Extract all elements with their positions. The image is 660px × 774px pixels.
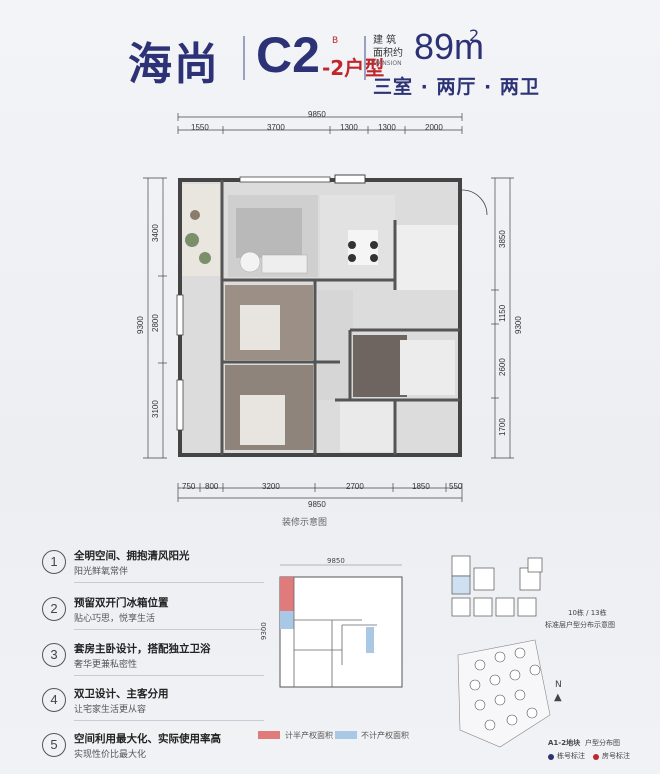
dim-bottom-5: 1850: [412, 482, 430, 491]
dim-bottom-4: 2700: [346, 482, 364, 491]
legend-swatch-none: [335, 731, 357, 739]
area-unit: 2: [469, 26, 480, 45]
dim-right-4: 1700: [498, 418, 507, 436]
feature-number: 5: [42, 733, 66, 757]
dim-left-3: 3100: [151, 400, 160, 418]
legend-no-area: 不计产权面积: [361, 731, 409, 740]
building-map-label: 10栋 / 13栋: [568, 609, 607, 617]
legend-room-label: 房号标注: [602, 752, 630, 760]
dim-left-total: 9300: [136, 316, 145, 334]
dim-left-1: 3400: [151, 224, 160, 242]
feature-number: 3: [42, 643, 66, 667]
building-map-sub: 标准层户型分布示意图: [545, 621, 615, 629]
feature-subtitle: 奢华更兼私密性: [74, 660, 138, 670]
feature-divider: [74, 720, 264, 721]
mini-plan-height: 9300: [260, 622, 268, 640]
feature-title: 空间利用最大化、实际使用率高: [74, 733, 221, 745]
area-divider: [364, 36, 366, 80]
site-sub: 户型分布图: [585, 739, 620, 747]
north-indicator: N: [555, 680, 562, 690]
dim-bottom-total: 9850: [308, 500, 326, 509]
room-layout: 三室 · 两厅 · 两卫: [373, 76, 540, 98]
dim-top-5: 2000: [425, 123, 443, 132]
feature-1: 1 全明空间、拥抱清风阳光 阳光鲜氧常伴: [42, 548, 264, 588]
area-key-plan: [279, 564, 403, 688]
feature-number: 1: [42, 550, 66, 574]
feature-title: 全明空间、拥抱清风阳光: [74, 550, 190, 562]
feature-3: 3 套房主卧设计，搭配独立卫浴 奢华更兼私密性: [42, 641, 264, 681]
feature-title: 双卫设计、主客分用: [74, 688, 169, 700]
plan-rooms: [176, 174, 488, 457]
feature-divider: [74, 629, 264, 630]
model-code: C2: [256, 27, 320, 83]
dim-right-3: 2600: [498, 358, 507, 376]
dim-right-1: 3850: [498, 230, 507, 248]
feature-4: 4 双卫设计、主客分用 让宅家生活更从容: [42, 686, 264, 726]
feature-number: 4: [42, 688, 66, 712]
dim-top-1: 1550: [191, 123, 209, 132]
legend-room-dot: [593, 754, 599, 760]
dim-top-total: 9850: [308, 110, 326, 119]
area-label-en: MANSION: [373, 60, 402, 67]
building-floor-map: [451, 555, 543, 617]
dim-top-4: 1300: [378, 123, 396, 132]
model-suffix: -2户型: [322, 56, 385, 80]
feature-subtitle: 让宅家生活更从容: [74, 705, 147, 715]
dim-right-total: 9300: [514, 316, 523, 334]
feature-divider: [74, 675, 264, 676]
legend-building-label: 栋号标注: [557, 752, 585, 760]
feature-divider: [74, 582, 264, 583]
project-name: 海尚: [128, 39, 220, 90]
dim-left-2: 2800: [151, 314, 160, 332]
model-tag: B: [332, 36, 339, 46]
site-map: [457, 639, 551, 748]
area-label: 建 筑 面积约: [373, 35, 403, 59]
floor-plan: [143, 113, 514, 502]
feature-subtitle: 贴心巧思，悦享生活: [74, 614, 156, 624]
feature-number: 2: [42, 597, 66, 621]
feature-title: 预留双开门冰箱位置: [74, 597, 169, 609]
dim-right-2: 1150: [498, 304, 507, 322]
site-label: A1-2地块: [548, 739, 581, 747]
legend-half-area: 计半产权面积: [285, 731, 333, 740]
title-divider: [243, 36, 245, 80]
compass-icon: ▲: [554, 692, 562, 703]
dim-top-2: 3700: [267, 123, 285, 132]
feature-title: 套房主卧设计，搭配独立卫浴: [74, 643, 211, 655]
area-value: 89m: [414, 26, 485, 67]
feature-5: 5 空间利用最大化、实际使用率高 实现性价比最大化: [42, 731, 262, 771]
feature-2: 2 预留双开门冰箱位置 贴心巧思，悦享生活: [42, 595, 264, 635]
plan-caption: 装修示意图: [282, 518, 328, 528]
dim-bottom-3: 3200: [262, 482, 280, 491]
dim-bottom-2: 800: [205, 482, 219, 491]
dim-bottom-1: 750: [182, 482, 196, 491]
mini-plan-width: 9850: [327, 557, 345, 565]
feature-subtitle: 实现性价比最大化: [74, 750, 147, 760]
dim-bottom-6: 550: [449, 482, 463, 491]
feature-subtitle: 阳光鲜氧常伴: [74, 567, 129, 577]
dim-top-3: 1300: [340, 123, 358, 132]
legend-swatch-half: [258, 731, 280, 739]
legend-building-dot: [548, 754, 554, 760]
